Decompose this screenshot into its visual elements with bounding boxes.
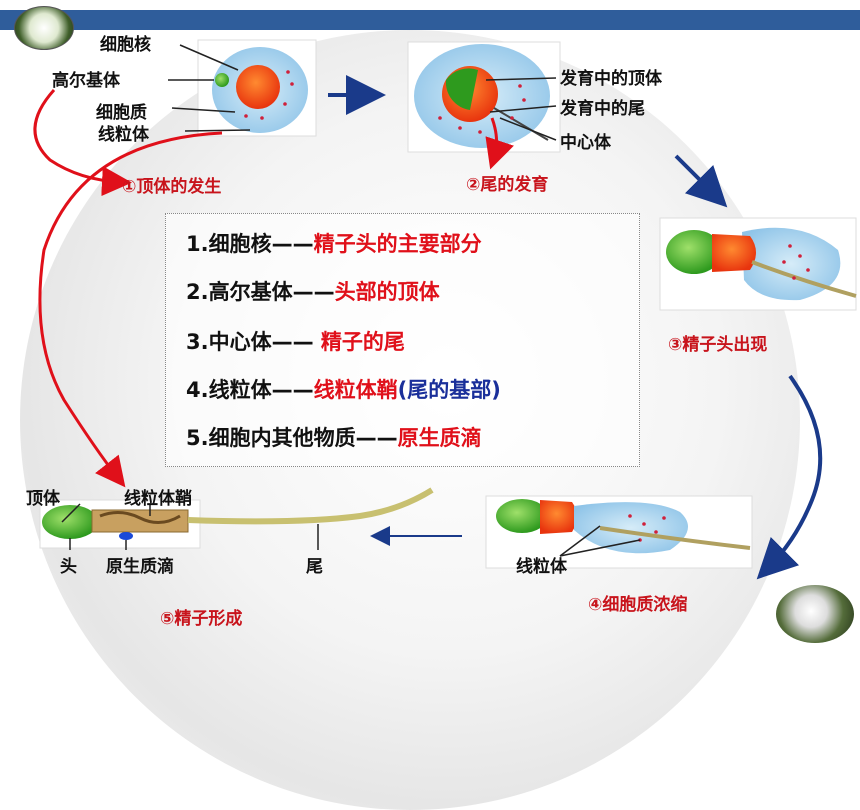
stage5-sperm xyxy=(39,487,434,549)
label-cytoplasm: 细胞质 xyxy=(96,103,147,123)
label-centriole: 中心体 xyxy=(560,133,611,153)
label-golgi: 高尔基体 xyxy=(52,71,120,91)
summary-row: 2.高尔基体——头部的顶体 xyxy=(186,280,440,304)
label-acrosome-developing: 发育中的顶体 xyxy=(560,69,662,89)
stage1-cell xyxy=(197,39,317,137)
flower-logo-icon xyxy=(14,6,74,50)
label-mitochondria-stage4: 线粒体 xyxy=(516,557,567,577)
dandelion-logo-icon xyxy=(776,585,854,643)
stage2-cell xyxy=(407,41,561,153)
top-bar xyxy=(0,10,860,30)
step3-title: ③精子头出现 xyxy=(668,335,768,355)
step4-title: ④细胞质浓缩 xyxy=(588,595,688,615)
stage3-cell xyxy=(659,217,857,311)
label-nucleus: 细胞核 xyxy=(100,35,151,55)
step2-title: ②尾的发育 xyxy=(466,175,549,195)
summary-row: 4.线粒体——线粒体鞘(尾的基部) xyxy=(186,378,501,402)
diagram-drawings xyxy=(33,39,857,580)
label-cytoplasmic-droplet: 原生质滴 xyxy=(106,557,174,577)
stage4-cell xyxy=(485,495,753,569)
step1-title: ①顶体的发生 xyxy=(122,177,222,197)
summary-row: 3.中心体—— 精子的尾 xyxy=(186,330,405,354)
label-tail: 尾 xyxy=(306,557,323,577)
label-tail-developing: 发育中的尾 xyxy=(560,99,645,119)
label-mitochondrial-sheath: 线粒体鞘 xyxy=(124,489,192,509)
summary-row: 5.细胞内其他物质——原生质滴 xyxy=(186,426,482,450)
summary-box: 1.细胞核——精子头的主要部分 2.高尔基体——头部的顶体 3.中心体—— 精子… xyxy=(165,213,640,467)
label-head: 头 xyxy=(60,557,77,577)
step5-title: ⑤精子形成 xyxy=(160,609,243,629)
summary-row: 1.细胞核——精子头的主要部分 xyxy=(186,232,482,256)
label-acrosome: 顶体 xyxy=(26,489,60,509)
label-mitochondria: 线粒体 xyxy=(98,125,149,145)
